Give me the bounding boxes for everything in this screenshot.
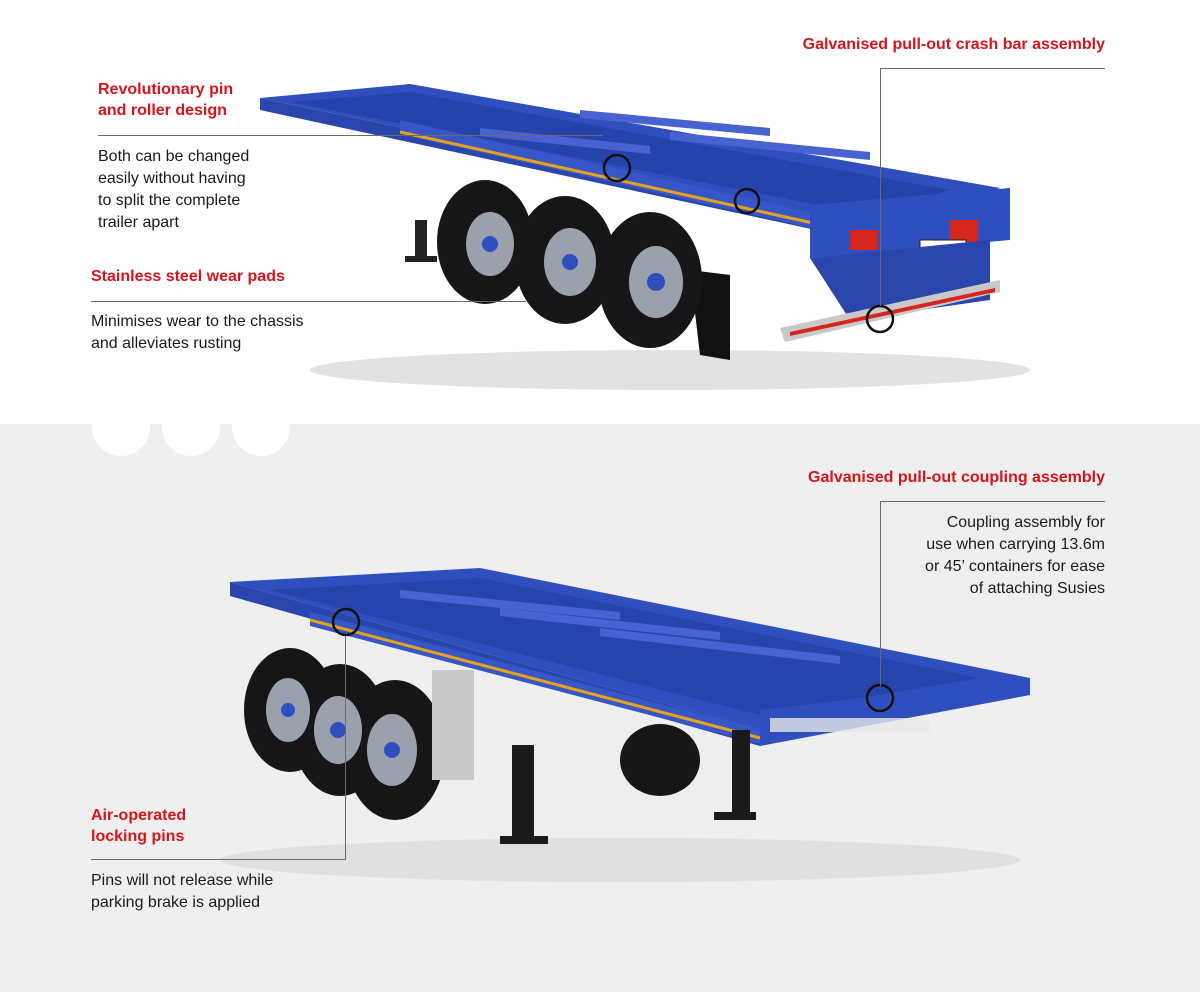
crash-bar-heading: Galvanised pull-out crash bar assembly [802,36,1105,53]
wear-pads-leader [91,301,526,302]
top-trailer-photo [250,70,1050,400]
pin-roller-text-line2: easily without having [98,170,246,187]
coupling-text-line3: or 45’ containers for ease [925,558,1105,575]
locking-pins-heading-line1: Air-operated [91,807,187,824]
coupling-leader-horizontal [880,501,1105,502]
pin-roller-text-line4: trailer apart [98,214,179,231]
crash-bar-leader-horizontal [880,68,1105,69]
pin-roller-heading-line1: Revolutionary pin [98,81,234,98]
locking-pins-text-line2: parking brake is applied [91,894,260,911]
decorative-tab-3 [232,424,290,456]
locking-pins-heading-line2: locking pins [91,828,185,845]
wear-pads-text-line2: and alleviates rusting [91,335,242,352]
coupling-text-line4: of attaching Susies [969,580,1105,597]
coupling-text-line1: Coupling assembly for [946,514,1105,531]
decorative-tab-2 [162,424,220,456]
coupling-heading: Galvanised pull-out coupling assembly [808,469,1105,486]
wear-pads-text-line1: Minimises wear to the chassis [91,313,304,330]
coupling-leader-vertical [880,501,881,686]
coupling-text-line2: use when carrying 13.6m [926,536,1105,553]
pin-roller-text-line3: to split the complete [98,192,241,209]
bottom-panel [0,424,1200,992]
pin-roller-heading-line2: and roller design [98,102,227,119]
bottom-trailer-photo [200,560,1060,890]
decorative-tab-1 [92,424,150,456]
pin-roller-text-line1: Both can be changed [98,148,250,165]
locking-pins-leader-horizontal [91,859,345,860]
pin-roller-leader [98,135,603,136]
locking-pins-leader-vertical [345,636,346,860]
crash-bar-leader-vertical [880,68,881,306]
wear-pads-heading: Stainless steel wear pads [91,268,285,285]
locking-pins-text-line1: Pins will not release while [91,872,274,889]
